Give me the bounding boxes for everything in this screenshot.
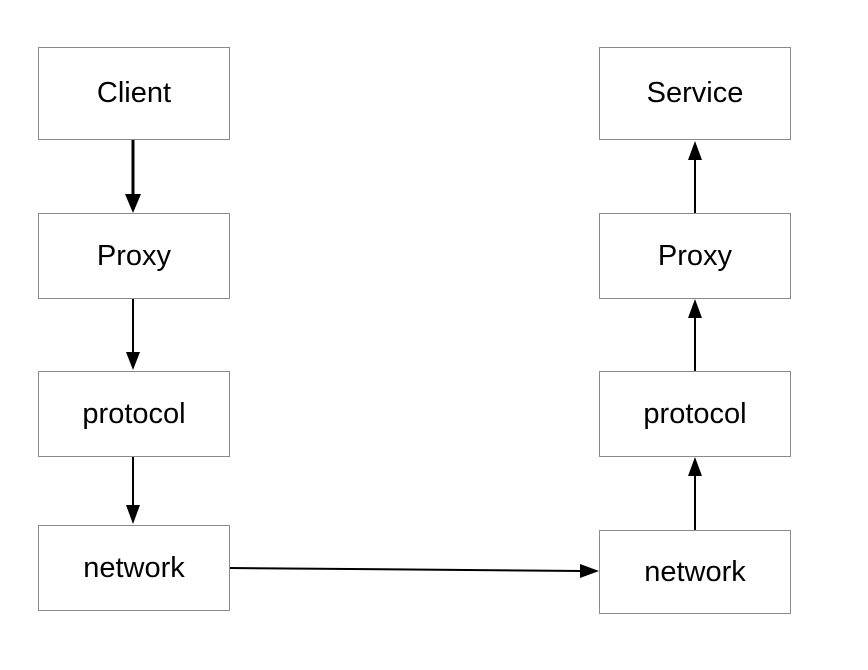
client-box: Client	[38, 47, 230, 140]
client-network-label: network	[83, 551, 185, 584]
client-proxy-box: Proxy	[38, 213, 230, 299]
service-label: Service	[646, 77, 744, 109]
client-network-box: network	[38, 525, 230, 611]
service-proxy-box: Proxy	[599, 213, 791, 299]
service-protocol-box: protocol	[599, 371, 791, 457]
arrow-client-to-proxy	[125, 139, 141, 213]
service-protocol-label: protocol	[643, 397, 747, 430]
client-protocol-label: protocol	[82, 397, 186, 430]
arrow-network-to-protocol-service	[688, 457, 702, 531]
service-box: Service	[599, 47, 791, 140]
service-proxy-label: Proxy	[657, 239, 733, 272]
service-network-box: network	[599, 530, 791, 614]
client-proxy-label: Proxy	[96, 239, 172, 272]
arrow-protocol-to-proxy-service	[688, 299, 702, 373]
arrow-protocol-to-network-client	[126, 456, 140, 524]
client-label: Client	[96, 77, 172, 109]
arrow-network-to-network	[229, 564, 599, 578]
arrow-proxy-to-protocol-client	[126, 298, 140, 370]
client-protocol-box: protocol	[38, 371, 230, 457]
service-network-label: network	[644, 555, 746, 588]
arrow-proxy-to-service	[688, 141, 702, 214]
